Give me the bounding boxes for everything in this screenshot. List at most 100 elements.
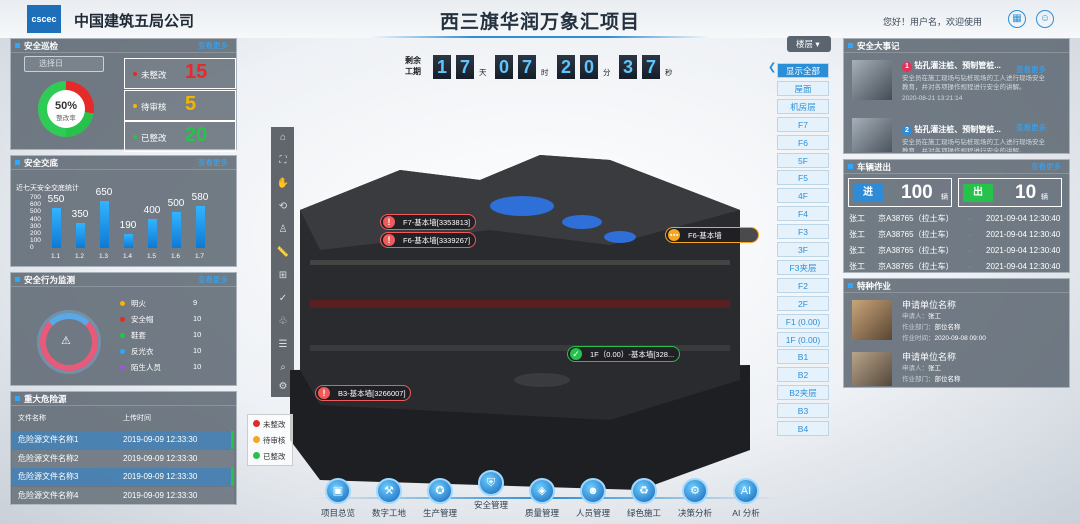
floor-button[interactable]: 4F [777, 188, 829, 204]
floor-button[interactable]: 机房层 [777, 98, 829, 114]
vehicle-plate: 京A38765（拉土车） [878, 230, 954, 239]
bar-1.6 [172, 211, 181, 248]
nav-item-2[interactable]: ⚒数字工地 [364, 478, 414, 519]
countdown-label-2: 工期 [405, 67, 421, 76]
nav-item-6[interactable]: ☻人员管理 [568, 478, 618, 519]
rotate-icon[interactable]: ⟲ [278, 201, 288, 212]
event-photo [852, 60, 892, 100]
op-value: 部位名称 [934, 324, 961, 331]
vehicle-row[interactable]: 张工京A38765（拉土车）⇔2021-09-04 12:30:40 [849, 228, 1063, 242]
floor-button[interactable]: F3 [777, 224, 829, 240]
nav-item-8[interactable]: ⚙决策分析 [670, 478, 720, 519]
floor-button[interactable]: F2 [777, 277, 829, 293]
floor-dropdown[interactable]: 楼层 ▾ [787, 36, 831, 52]
vehicle-row[interactable]: 张工京A38765（拉土车）⇔2021-09-04 12:30:40 [849, 212, 1063, 226]
floor-button[interactable]: 1F (0.00) [777, 331, 829, 347]
behavior-dot [120, 349, 125, 354]
stat-label: 待审核 [141, 102, 167, 112]
y-tick-label: 700 [30, 194, 41, 201]
nav-item-7[interactable]: ♻绿色施工 [619, 478, 669, 519]
more-link[interactable]: 查看更多 [1031, 162, 1061, 171]
floor-button[interactable]: F1 (0.00) [777, 313, 829, 329]
model-tag-done[interactable]: ✓1F（0.00）-基本墙[328... [567, 346, 680, 362]
legend-dot [253, 452, 260, 459]
event-item[interactable]: 2 钻孔灌注桩、预制管桩... 安全员在施工现场与钻桩现场的工人进行现场安全教育… [848, 114, 1054, 152]
fit-view-icon[interactable]: ⛶ [279, 155, 287, 166]
more-link[interactable]: 查看更多 [198, 275, 228, 284]
nav-item-5[interactable]: ◈质量管理 [517, 478, 567, 519]
model-tag-issue[interactable]: !B3-基本墙[3266007] [315, 385, 411, 401]
behavior-item: 反光衣 [120, 346, 154, 357]
op-key: 申请人： [902, 365, 928, 372]
op-key: 申请人： [902, 313, 928, 320]
out-count: 10 [1015, 182, 1037, 203]
floor-button[interactable]: 5F [777, 152, 829, 168]
date-picker[interactable]: 选择日 [24, 56, 104, 72]
behavior-label: 陌生人员 [131, 363, 161, 372]
more-link[interactable]: 查看更多 [1016, 65, 1046, 74]
floor-button[interactable]: F5 [777, 170, 829, 186]
bar-1.2 [76, 222, 85, 248]
special-op-item[interactable]: 申请单位名称 申请人：张工 作业部门：部位名称 [848, 348, 1054, 386]
home-icon[interactable]: ⌂ [279, 132, 287, 143]
properties-icon[interactable]: ☰ [278, 339, 288, 350]
floor-button[interactable]: 3F [777, 242, 829, 257]
alert-icon: ! [318, 387, 330, 399]
floor-button[interactable]: 2F [777, 295, 829, 311]
more-link[interactable]: 查看更多 [198, 158, 228, 167]
model-tag-issue[interactable]: !F7-基本墙[3353813] [380, 214, 476, 230]
nav-item-3[interactable]: ✪生产管理 [415, 478, 465, 519]
direction-icon: ⇔ [966, 262, 974, 271]
floor-button[interactable]: B2 [777, 367, 829, 383]
floor-button[interactable]: F3夹层 [777, 259, 829, 275]
search-icon[interactable]: ⌕ [280, 362, 286, 373]
floor-button[interactable]: 显示全部 [777, 63, 829, 78]
tag-text: F6-基本墙[3339267] [403, 236, 471, 245]
event-title-text: 钻孔灌注桩、预制管桩... [914, 61, 1001, 70]
floor-button[interactable]: F7 [777, 116, 829, 132]
grid-icon[interactable]: ▦ [1008, 10, 1026, 28]
measure-icon[interactable]: 📏 [276, 247, 290, 258]
tree-icon[interactable]: ♧ [278, 316, 288, 327]
vehicle-time: 2021-09-04 12:30:40 [986, 230, 1061, 239]
event-item[interactable]: 1 钻孔灌注桩、预制管桩... 安全员在施工现场与钻桩现场的工人进行现场安全教育… [848, 56, 1054, 104]
floor-button[interactable]: B2夹层 [777, 385, 829, 401]
section-icon[interactable]: ⊞ [278, 270, 288, 281]
user-icon[interactable]: ☺ [1036, 10, 1054, 28]
more-link[interactable]: 查看更多 [198, 41, 228, 50]
floor-button[interactable]: B3 [777, 403, 829, 419]
legend-item: 已整改 [253, 451, 286, 462]
y-tick-label: 300 [30, 222, 41, 230]
walk-icon[interactable]: ♙ [278, 224, 288, 235]
nav-item-1[interactable]: ▣项目总览 [313, 478, 363, 519]
floor-button[interactable]: B4 [777, 421, 829, 436]
model-tag-pending[interactable]: ⋯F6-基本墙 [665, 227, 759, 243]
nav-item-4[interactable]: ⛨安全管理 [466, 470, 516, 511]
more-link[interactable]: 查看更多 [1016, 123, 1046, 132]
y-tick-label: 400 [30, 215, 41, 223]
pan-hand-icon[interactable]: ✋ [276, 178, 290, 189]
floor-button[interactable]: F6 [777, 134, 829, 150]
behavior-item: 明火 [120, 298, 146, 309]
model-tag-issue[interactable]: ! F6-基本墙[3339267] [380, 232, 476, 248]
check-icon[interactable]: ✓ [278, 293, 288, 304]
special-op-item[interactable]: 申请单位名称 申请人：张工 作业部门：部位名称 作业时间：2020-09-08 … [848, 296, 1054, 344]
alert-icon: ! [383, 234, 395, 246]
building-3d-model[interactable] [280, 150, 760, 495]
floor-button[interactable]: F4 [777, 206, 829, 222]
floor-button[interactable]: B1 [777, 349, 829, 365]
chevron-left-icon[interactable]: ❮ [768, 62, 777, 73]
vehicle-row[interactable]: 张工京A38765（拉土车）⇔2021-09-04 12:30:40 [849, 260, 1063, 274]
floor-button[interactable]: 屋面 [777, 80, 829, 96]
op-photo [852, 352, 892, 386]
vehicle-row[interactable]: 张工京A38765（拉土车）⇔2021-09-04 12:30:40 [849, 244, 1063, 258]
settings-icon[interactable]: ⚙ [278, 381, 288, 392]
